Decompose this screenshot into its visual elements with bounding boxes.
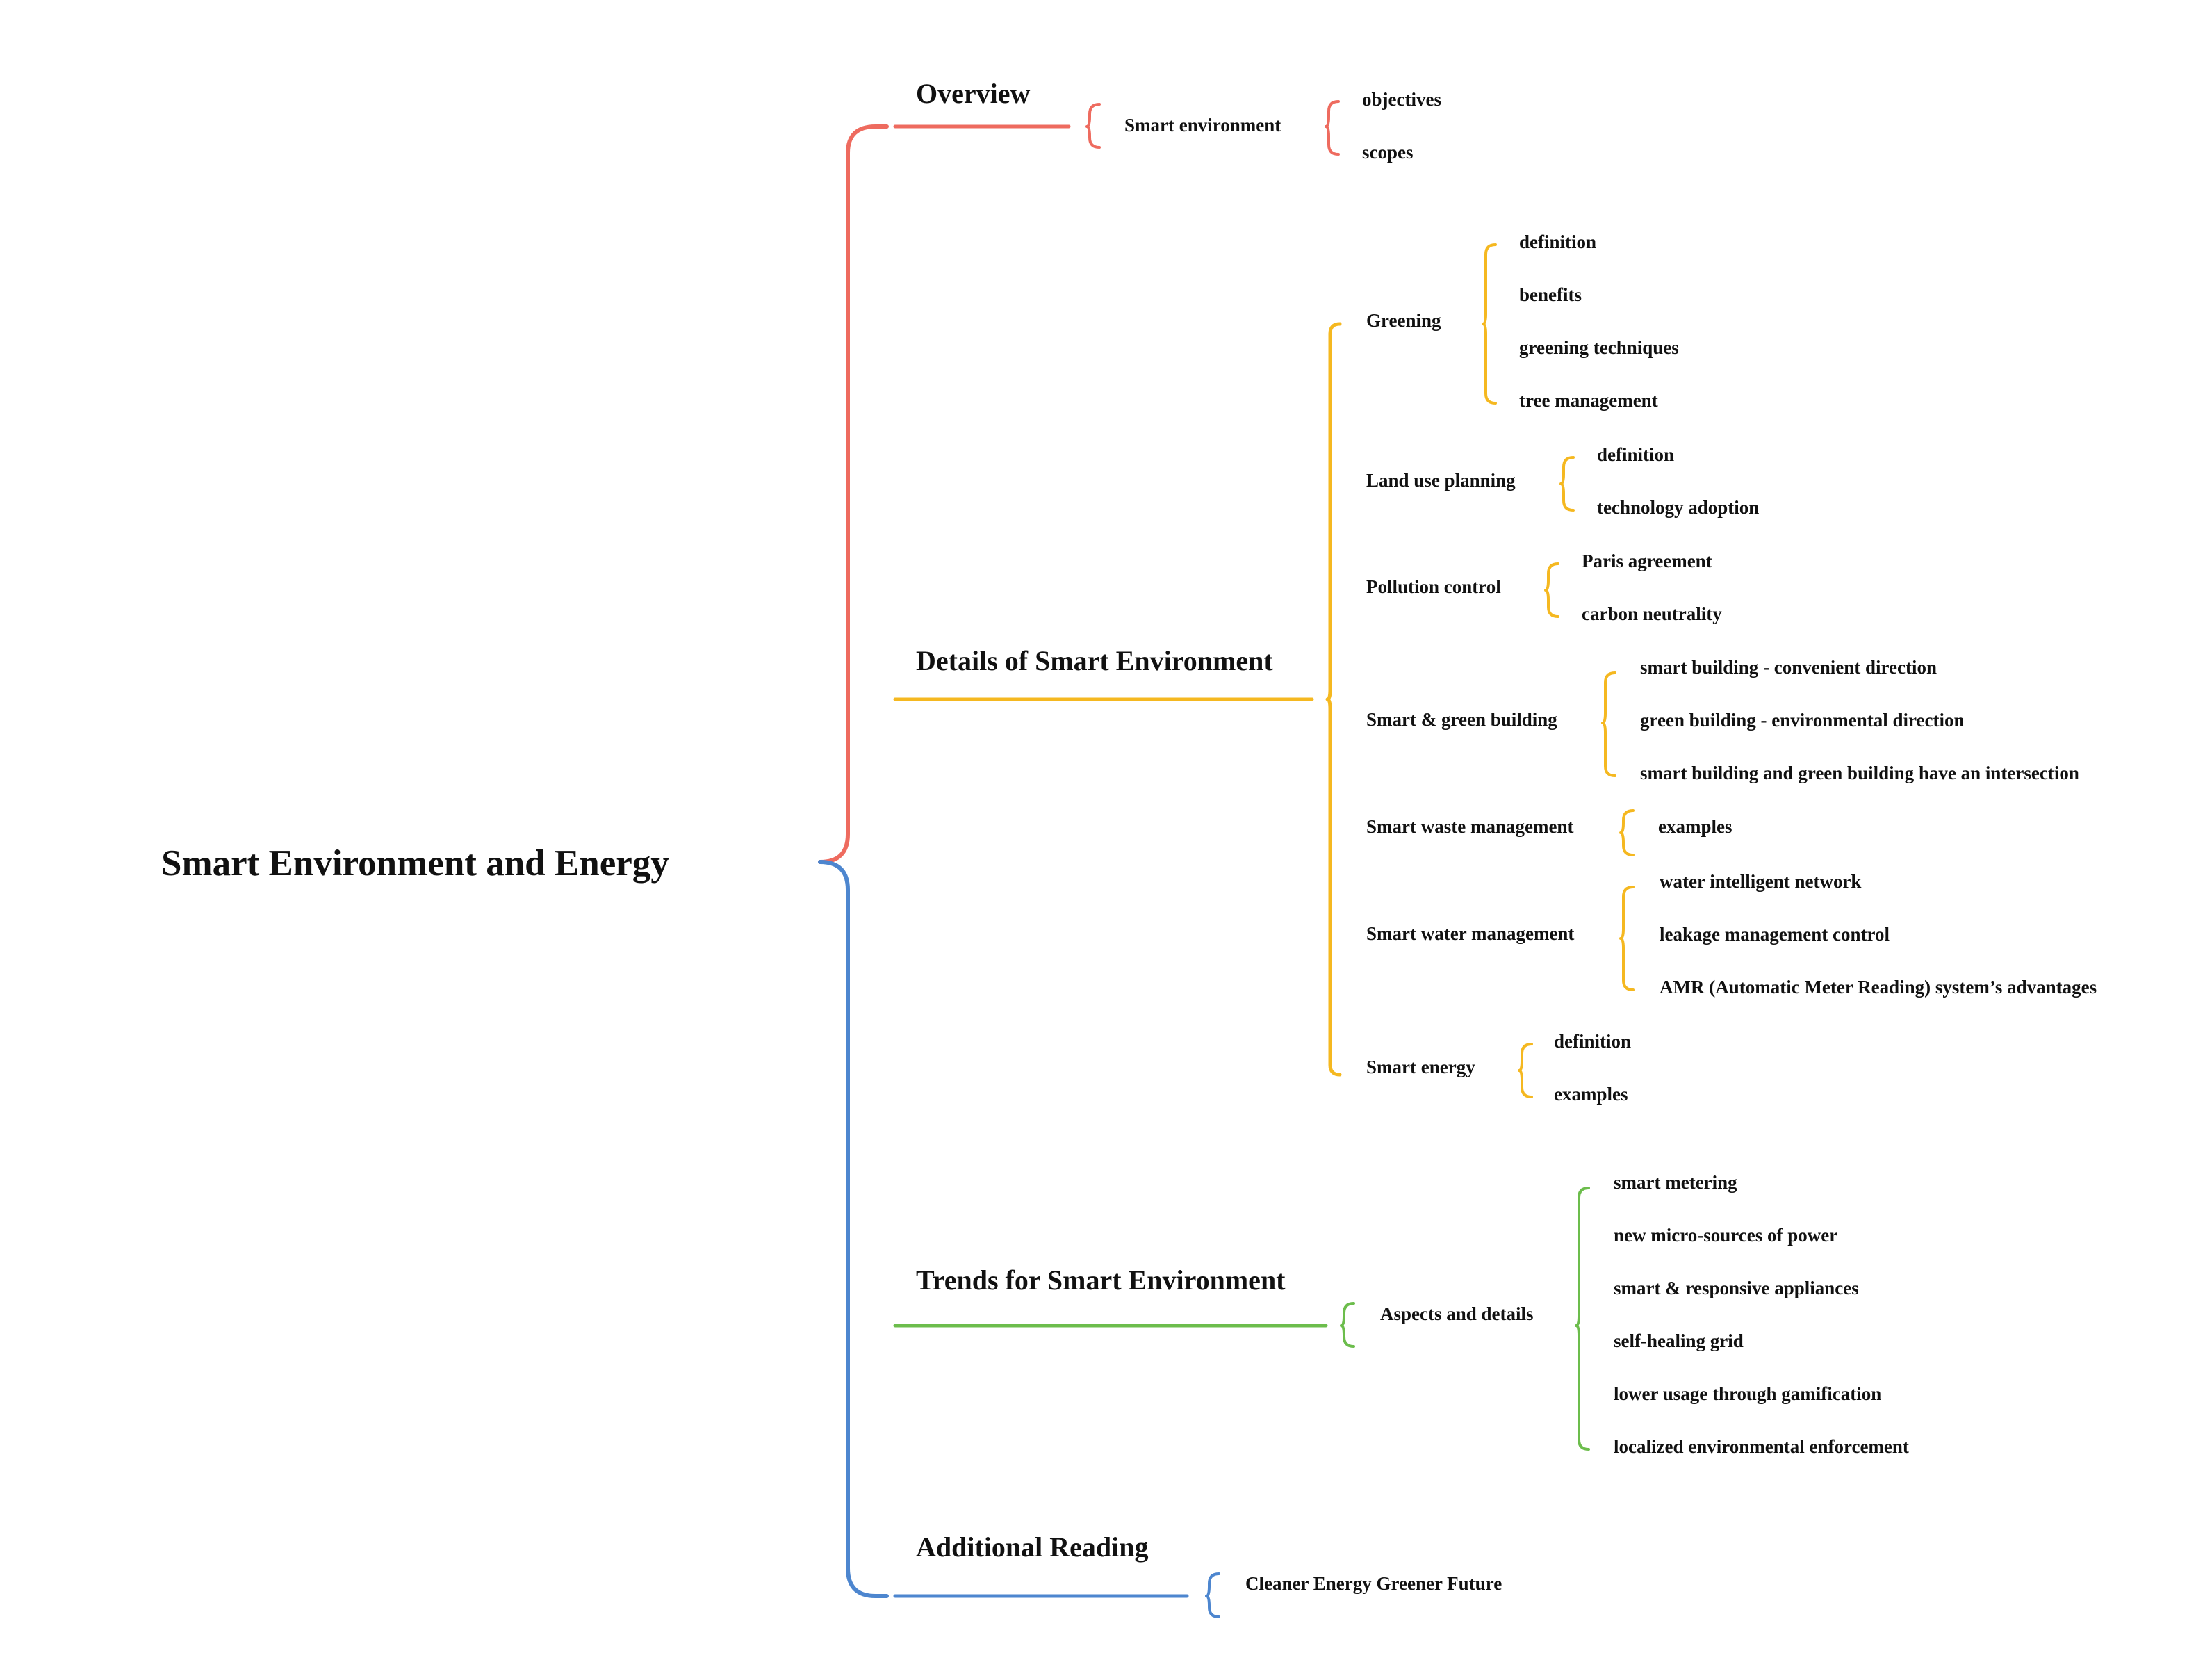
topic-smart-environment[interactable]: Smart environment xyxy=(1124,115,1281,136)
topic-cleaner-energy[interactable]: Cleaner Energy Greener Future xyxy=(1245,1573,1502,1594)
topic-greening[interactable]: Greening xyxy=(1366,310,1441,331)
leaf-green-building-environmental[interactable]: green building - environmental direction xyxy=(1640,710,1965,731)
branch-trends[interactable]: Trends for Smart Environment xyxy=(916,1264,1286,1296)
topic-smart-waste-management[interactable]: Smart waste management xyxy=(1366,816,1574,837)
leaf-tree-management[interactable]: tree management xyxy=(1519,390,1658,411)
brace-land-use xyxy=(1559,456,1575,512)
root-trunk-upper xyxy=(818,124,889,864)
topic-aspects-and-details[interactable]: Aspects and details xyxy=(1380,1303,1534,1324)
leaf-waste-examples[interactable]: examples xyxy=(1658,816,1732,837)
brace-water xyxy=(1619,886,1635,991)
leaf-greening-definition[interactable]: definition xyxy=(1519,231,1597,252)
brace-smart-environment xyxy=(1325,100,1340,156)
branch-details[interactable]: Details of Smart Environment xyxy=(916,645,1273,676)
leaf-carbon-neutrality[interactable]: carbon neutrality xyxy=(1582,603,1722,624)
branch-overview[interactable]: Overview xyxy=(916,78,1031,109)
root-topic[interactable]: Smart Environment and Energy xyxy=(161,843,669,884)
leaf-responsive-appliances[interactable]: smart & responsive appliances xyxy=(1614,1278,1859,1298)
leaf-scopes[interactable]: scopes xyxy=(1362,142,1414,163)
leaf-objectives[interactable]: objectives xyxy=(1362,89,1441,110)
leaf-smart-metering[interactable]: smart metering xyxy=(1614,1172,1737,1193)
leaf-technology-adoption[interactable]: technology adoption xyxy=(1597,497,1760,518)
topic-pollution-control[interactable]: Pollution control xyxy=(1366,576,1501,597)
topic-land-use-planning[interactable]: Land use planning xyxy=(1366,470,1516,491)
brace-building xyxy=(1601,671,1616,777)
brace-greening xyxy=(1482,243,1497,405)
leaf-micro-sources-of-power[interactable]: new micro-sources of power xyxy=(1614,1225,1838,1246)
topic-smart-water-management[interactable]: Smart water management xyxy=(1366,923,1575,944)
leaf-land-use-definition[interactable]: definition xyxy=(1597,444,1675,465)
leaf-leakage-management-control[interactable]: leakage management control xyxy=(1660,924,1890,945)
leaf-gamification[interactable]: lower usage through gamification xyxy=(1614,1383,1882,1404)
brace-details xyxy=(1325,322,1342,1077)
brace-reading xyxy=(1205,1572,1220,1618)
leaf-amr-advantages[interactable]: AMR (Automatic Meter Reading) system’s a… xyxy=(1660,977,2097,998)
leaf-smart-building-convenient[interactable]: smart building - convenient direction xyxy=(1640,657,1937,678)
root-trunk-lower xyxy=(818,860,889,1598)
leaf-self-healing-grid[interactable]: self-healing grid xyxy=(1614,1330,1744,1351)
brace-energy xyxy=(1518,1043,1533,1098)
leaf-smart-energy-examples[interactable]: examples xyxy=(1554,1084,1628,1105)
leaf-environmental-enforcement[interactable]: localized environmental enforcement xyxy=(1614,1436,1909,1457)
brace-trends xyxy=(1340,1302,1355,1348)
leaf-paris-agreement[interactable]: Paris agreement xyxy=(1582,551,1712,571)
leaf-smart-energy-definition[interactable]: definition xyxy=(1554,1031,1632,1052)
branch-additional-reading[interactable]: Additional Reading xyxy=(916,1531,1149,1563)
brace-overview xyxy=(1085,103,1101,149)
leaf-greening-techniques[interactable]: greening techniques xyxy=(1519,337,1679,358)
brace-waste xyxy=(1619,809,1635,856)
brace-pollution xyxy=(1544,562,1559,618)
brace-aspects xyxy=(1575,1187,1590,1451)
topic-smart-energy[interactable]: Smart energy xyxy=(1366,1057,1475,1077)
leaf-water-intelligent-network[interactable]: water intelligent network xyxy=(1660,871,1862,892)
topic-smart-green-building[interactable]: Smart & green building xyxy=(1366,709,1557,730)
leaf-greening-benefits[interactable]: benefits xyxy=(1519,284,1582,305)
leaf-building-intersection[interactable]: smart building and green building have a… xyxy=(1640,763,2079,783)
